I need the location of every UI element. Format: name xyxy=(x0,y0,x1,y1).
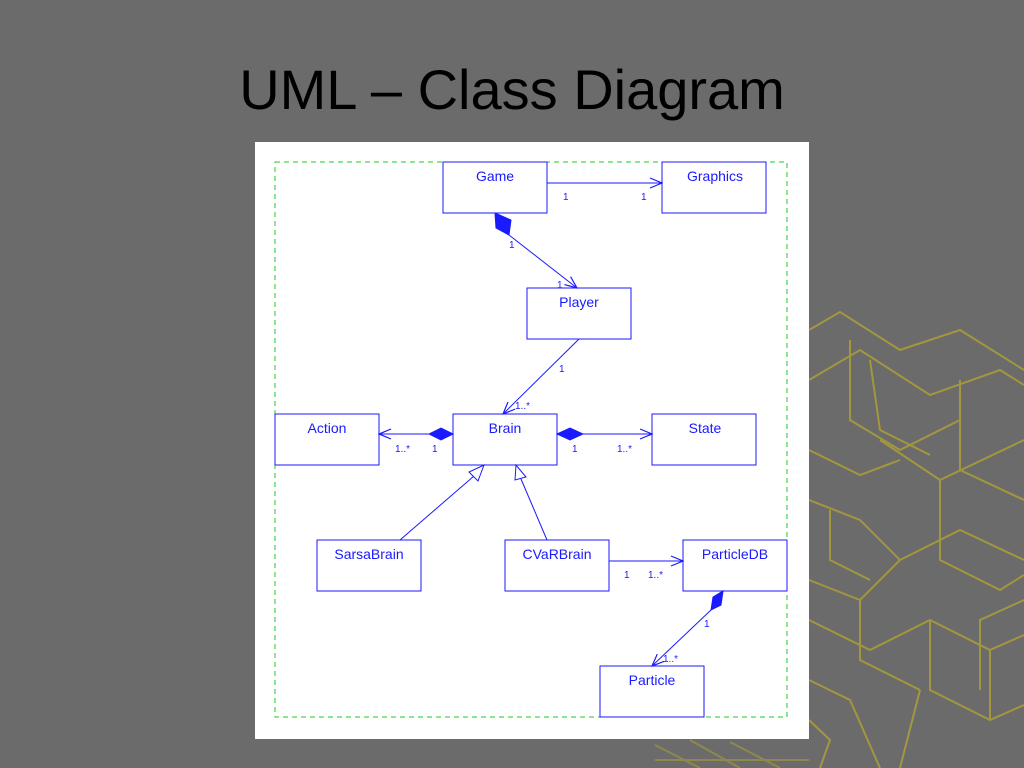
mult-brain-state-from: 1 xyxy=(572,444,578,455)
generalization-cvarbrain-brain xyxy=(520,478,548,541)
slide-title: UML – Class Diagram xyxy=(239,58,785,121)
class-name-brain: Brain xyxy=(489,420,522,436)
class-box-particle[interactable] xyxy=(599,665,705,718)
mult-brain-state-to: 1..* xyxy=(617,444,632,455)
composition-diamond-brain-right xyxy=(555,427,585,441)
mult-cvarbrain-particledb-from: 1 xyxy=(624,570,630,581)
mult-game-graphics-from: 1 xyxy=(563,192,569,203)
assoc-player-brain xyxy=(503,338,580,414)
assoc-game-player xyxy=(508,234,577,288)
generalization-arrow-sarsabrain xyxy=(468,464,485,482)
class-box-cvarbrain[interactable] xyxy=(504,539,610,592)
mult-cvarbrain-particledb-to: 1..* xyxy=(648,570,663,581)
mult-game-player-to: 1 xyxy=(557,280,563,291)
mult-player-brain-from: 1 xyxy=(559,364,565,375)
diagram-panel: Game Graphics Player Action Brain State … xyxy=(255,142,809,739)
class-name-game: Game xyxy=(476,168,514,184)
mult-particledb-particle-to: 1..* xyxy=(663,654,678,665)
class-box-brain[interactable] xyxy=(452,413,558,466)
mult-brain-action-from: 1 xyxy=(432,444,438,455)
composition-diamond-particledb xyxy=(710,590,724,611)
uml-class-diagram: Game Graphics Player Action Brain State … xyxy=(274,161,788,718)
class-box-graphics[interactable] xyxy=(661,161,767,214)
class-name-particle: Particle xyxy=(629,672,676,688)
class-name-state: State xyxy=(689,420,722,436)
composition-diamond-brain-left xyxy=(427,427,455,441)
class-box-game[interactable] xyxy=(442,161,548,214)
class-name-graphics: Graphics xyxy=(687,168,743,184)
class-name-particledb: ParticleDB xyxy=(702,546,768,562)
mult-game-graphics-to: 1 xyxy=(641,192,647,203)
mult-brain-action-to: 1..* xyxy=(395,444,410,455)
generalization-arrow-cvarbrain xyxy=(514,463,527,481)
assoc-particledb-particle xyxy=(652,609,712,666)
mult-game-player-from: 1 xyxy=(509,240,515,251)
class-box-player[interactable] xyxy=(526,287,632,340)
class-box-state[interactable] xyxy=(651,413,757,466)
mult-player-brain-to: 1..* xyxy=(515,401,530,412)
class-box-action[interactable] xyxy=(274,413,380,466)
generalization-sarsabrain-brain xyxy=(399,475,475,541)
class-name-sarsabrain: SarsaBrain xyxy=(334,546,403,562)
mult-particledb-particle-from: 1 xyxy=(704,619,710,630)
class-name-cvarbrain: CVaRBrain xyxy=(523,546,592,562)
class-name-action: Action xyxy=(308,420,347,436)
class-box-sarsabrain[interactable] xyxy=(316,539,422,592)
composition-diamond-game xyxy=(494,212,512,236)
class-box-particledb[interactable] xyxy=(682,539,788,592)
class-name-player: Player xyxy=(559,294,599,310)
